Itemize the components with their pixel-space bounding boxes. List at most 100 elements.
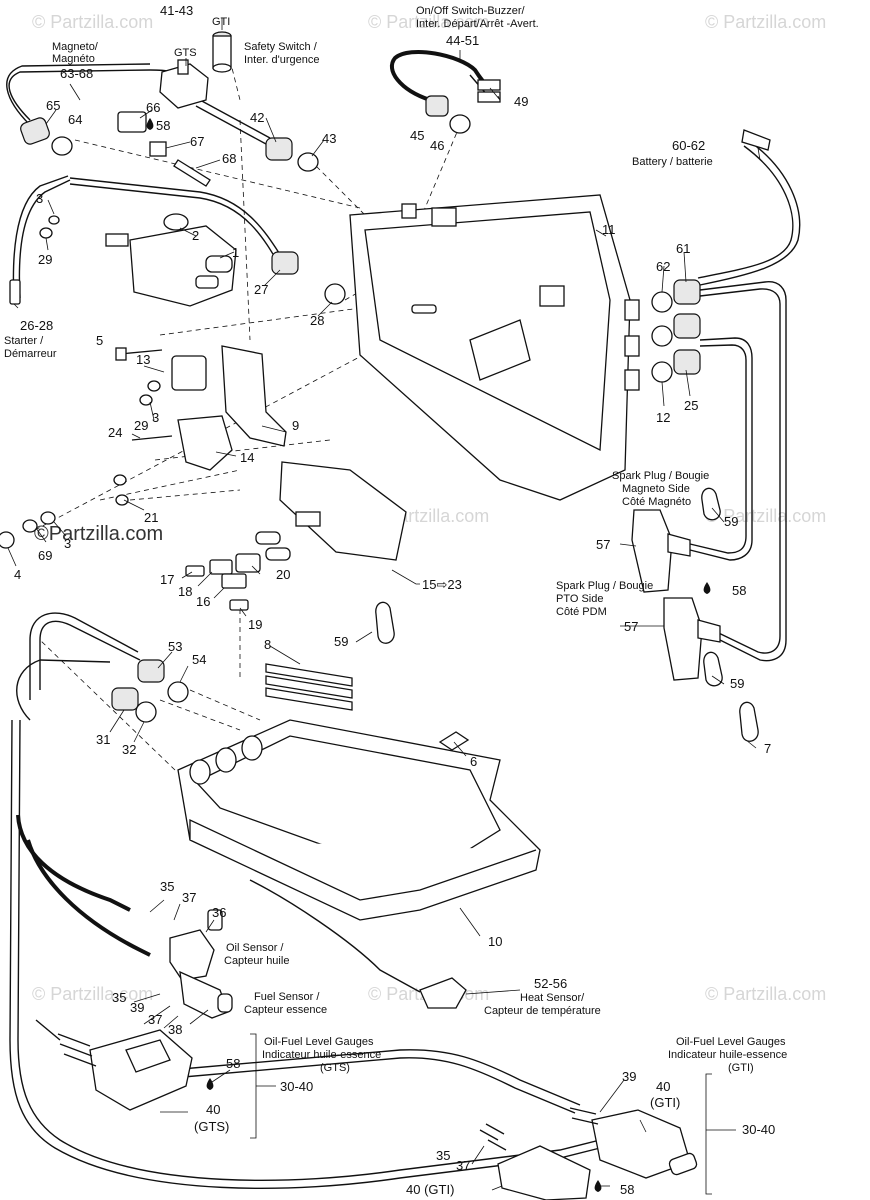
safety-switch-label: Safety Switch / (244, 41, 318, 53)
callout-66: 66 (146, 100, 160, 115)
fuel-sensor-label: Capteur essence (244, 1004, 327, 1016)
callout-35c: 35 (436, 1148, 450, 1163)
watermark: © Partzilla.com (32, 984, 153, 1004)
watermark: © Partzilla.com (32, 12, 153, 32)
oil-sensor-label: Oil Sensor / (226, 942, 284, 954)
onoff-switch-label: Inter. Départ/Arrêt -Avert. (416, 18, 539, 30)
callout-35: 35 (160, 879, 174, 894)
callout-8: 8 (264, 637, 271, 652)
callout-5: 5 (96, 333, 103, 348)
gti-gauges-label: (GTI) (728, 1062, 754, 1074)
callout-39b: 39 (622, 1069, 636, 1084)
spark-plug-magneto-label: Spark Plug / Bougie (612, 470, 709, 482)
callout-10: 10 (488, 934, 502, 949)
callout-13: 13 (136, 352, 150, 367)
callout-67: 67 (190, 134, 204, 149)
callout-27: 27 (254, 282, 268, 297)
heat-sensor-label: Heat Sensor/ (520, 992, 585, 1004)
spark-plug-magneto-label: Magneto Side (622, 483, 690, 495)
onoff-switch (425, 79, 501, 134)
callout-32: 32 (122, 742, 136, 757)
safety-switch (159, 31, 232, 109)
electrical-box-upper (349, 194, 640, 501)
callout-36: 36 (212, 905, 226, 920)
callout-59b: 59 (730, 676, 744, 691)
callout-49: 49 (514, 94, 528, 109)
callout-54: 54 (192, 652, 206, 667)
gti-gauges-label: Indicateur huile-essence (668, 1049, 787, 1061)
callout-12: 12 (656, 410, 670, 425)
battery-label: Battery / batterie (632, 156, 713, 168)
callout-58: 58 (156, 118, 170, 133)
callout-35b: 35 (112, 990, 126, 1005)
drop-icon (206, 1078, 214, 1090)
callout-37b: 37 (148, 1012, 162, 1027)
callout-60-62: 60-62 (672, 138, 705, 153)
callout-30-40b: 30-40 (742, 1122, 775, 1137)
gts-tag: GTS (174, 47, 197, 59)
partzilla-watermark-main: ©Partzilla.com (34, 523, 163, 545)
gti-gauges-label: Oil-Fuel Level Gauges (676, 1036, 786, 1048)
callout-58b: 58 (732, 583, 746, 598)
fuel-sensor-label: Fuel Sensor / (254, 991, 320, 1003)
leader-lines (7, 18, 761, 1191)
drop-icon (146, 118, 154, 130)
box-grommets (651, 279, 701, 383)
callout-29b: 29 (134, 418, 148, 433)
callout-38: 38 (168, 1022, 182, 1037)
starter-label: Démarreur (4, 348, 57, 360)
gti-tag: GTI (212, 16, 230, 28)
spark-plug-pto-label: Spark Plug / Bougie (556, 580, 653, 592)
heat-sensor (419, 977, 467, 1009)
callout-29: 29 (38, 252, 52, 267)
spark-plug-pto-label: Côté PDM (556, 606, 607, 618)
magneto-label: Magneto/ (52, 41, 99, 53)
callout-2: 2 (192, 228, 199, 243)
gts-gauges-label: Indicateur huile-essence (262, 1049, 381, 1061)
callout-19: 19 (248, 617, 262, 632)
callout-11: 11 (602, 222, 616, 237)
spark-plug-pto-label: PTO Side (556, 593, 604, 605)
callout-20: 20 (276, 567, 290, 582)
gasket-8 (265, 663, 353, 711)
callout-3b: 3 (152, 410, 159, 425)
watermark: © Partzilla.com (368, 12, 489, 32)
lower-box-grommets (111, 659, 189, 723)
circuit-board (279, 461, 407, 561)
callout-4: 4 (14, 567, 21, 582)
callout-44-51: 44-51 (446, 33, 479, 48)
callout-40b-tag: (GTI) (650, 1095, 680, 1110)
assembly-lines (34, 59, 461, 771)
small-parts-15-23 (185, 531, 291, 611)
drop-icon (703, 582, 711, 594)
callout-25: 25 (684, 398, 698, 413)
callout-58c: 58 (226, 1056, 240, 1071)
watermark: © Partzilla.com (705, 506, 826, 526)
gti-gauge-connector (479, 1107, 698, 1200)
callout-3c: 3 (64, 536, 71, 551)
callout-40-gti: 40 (GTI) (406, 1182, 454, 1197)
callout-3: 3 (36, 191, 43, 206)
safety-grommets (265, 137, 319, 172)
callout-40b: 40 (656, 1079, 670, 1094)
callout-39: 39 (130, 1000, 144, 1015)
callout-59: 59 (724, 514, 738, 529)
gts-gauges-label: (GTS) (320, 1062, 350, 1074)
callout-37c: 37 (456, 1158, 470, 1173)
callout-30-40: 30-40 (280, 1079, 313, 1094)
starter-label: Starter / (4, 335, 44, 347)
callout-69: 69 (38, 548, 52, 563)
callout-labels: 41-43 GTI GTS Safety Switch / Inter. d'u… (4, 3, 787, 1197)
callout-14: 14 (240, 450, 254, 465)
callout-57b: 57 (624, 619, 638, 634)
gts-gauges-label: Oil-Fuel Level Gauges (264, 1036, 374, 1048)
callout-63-68: 63-68 (60, 66, 93, 81)
callout-40-tag: (GTS) (194, 1119, 229, 1134)
callout-26-28: 26-28 (20, 318, 53, 333)
callout-45: 45 (410, 128, 424, 143)
callout-53: 53 (168, 639, 182, 654)
onoff-switch-label: On/Off Switch-Buzzer/ (416, 5, 526, 17)
callout-18: 18 (178, 584, 192, 599)
callout-41-43: 41-43 (160, 3, 193, 18)
